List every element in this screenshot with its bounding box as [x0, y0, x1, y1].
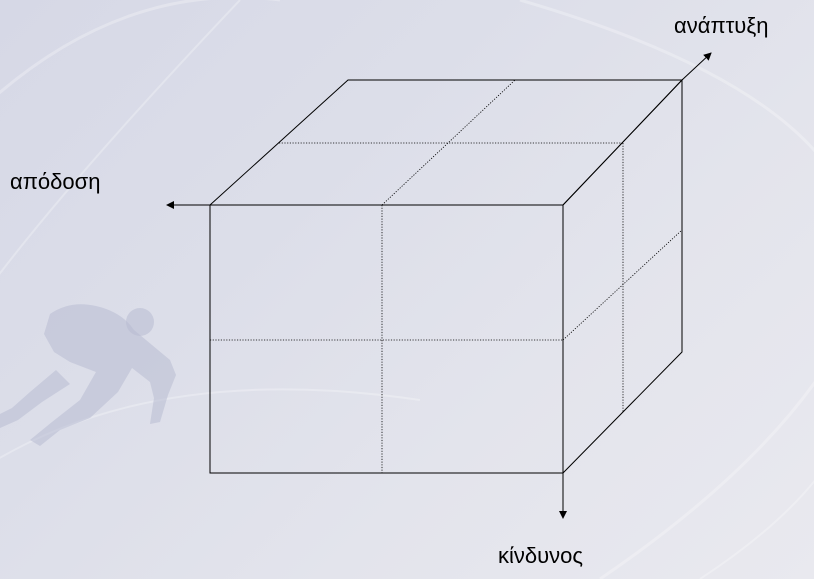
risk-axis-label: κίνδυνος	[498, 545, 583, 567]
cube-dividers	[210, 80, 682, 473]
right-height-divider	[563, 230, 682, 340]
swirl-arc	[0, 0, 280, 110]
swirl-arc	[700, 460, 814, 579]
swirl-arc	[600, 360, 814, 579]
runner-silhouette	[0, 304, 176, 446]
top-width-divider	[382, 80, 515, 205]
growth-axis-label: ανάπτυξη	[674, 15, 768, 37]
swirl-arc	[0, 0, 240, 300]
runner-head	[126, 308, 154, 336]
cube-front-face	[210, 205, 563, 473]
arrow-anaptyxi	[682, 53, 711, 80]
return-axis-label: απόδοση	[10, 171, 100, 193]
axis-arrows	[167, 53, 711, 518]
swirl-arc	[520, 0, 814, 170]
cube-edges	[210, 80, 682, 473]
cube-top-face	[210, 80, 682, 205]
cube-right-face	[563, 80, 682, 473]
